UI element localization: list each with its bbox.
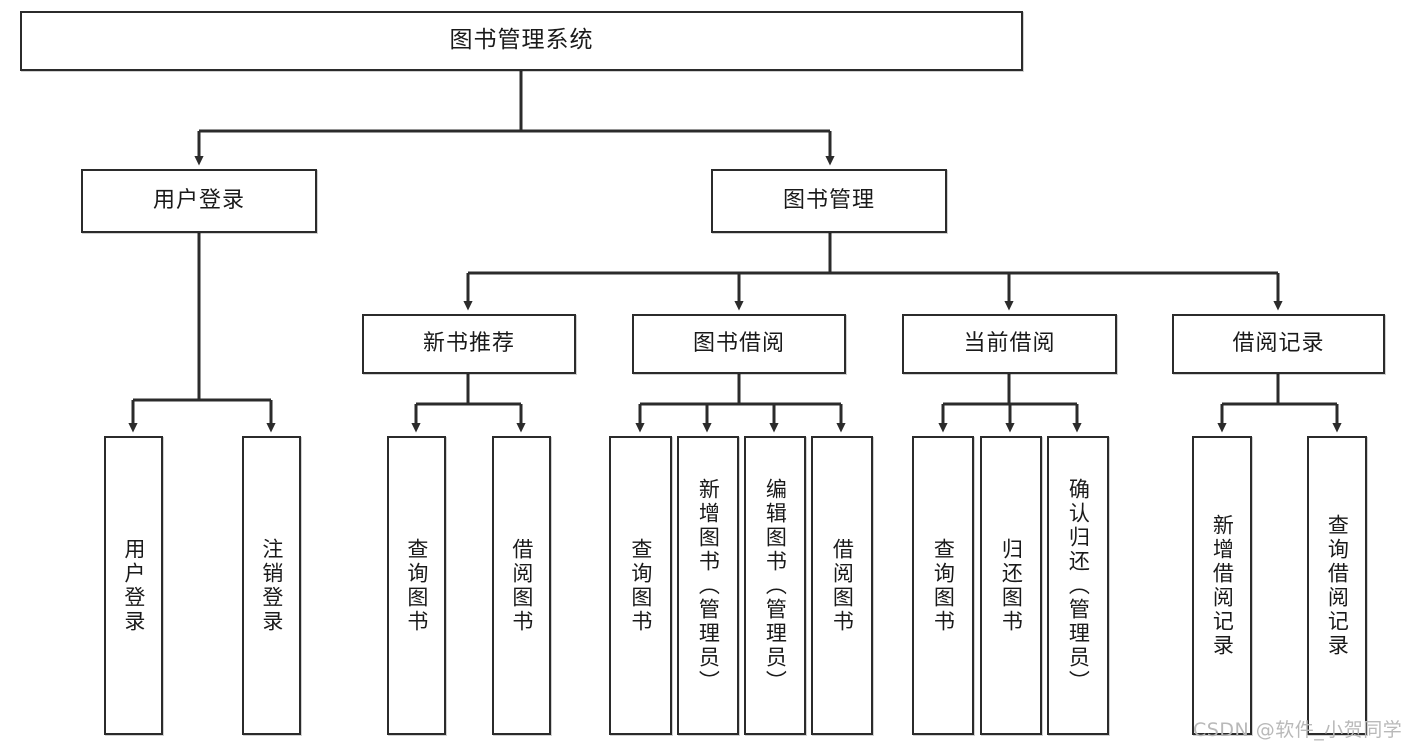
node-label: 图书管理 bbox=[782, 187, 875, 213]
node-label: 查询图书 bbox=[404, 537, 429, 634]
node-label: 归还图书 bbox=[999, 537, 1024, 634]
node-leaf-add-book-admin[interactable]: 新增图书（管理员） bbox=[677, 436, 739, 735]
node-label: 编辑图书（管理员） bbox=[763, 477, 788, 694]
node-label: 图书借阅 bbox=[692, 330, 785, 356]
node-leaf-query-book-recommend[interactable]: 查询图书 bbox=[387, 436, 446, 735]
node-label: 新书推荐 bbox=[422, 330, 515, 356]
csdn-watermark: CSDN @软件_小贺同学 bbox=[1193, 719, 1403, 741]
node-leaf-edit-book-admin[interactable]: 编辑图书（管理员） bbox=[744, 436, 806, 735]
node-leaf-borrow-book-recommend[interactable]: 借阅图书 bbox=[492, 436, 551, 735]
node-label: 当前借阅 bbox=[963, 330, 1056, 356]
node-label: 借阅记录 bbox=[1232, 330, 1325, 356]
node-leaf-query-borrow-record[interactable]: 查询借阅记录 bbox=[1307, 436, 1367, 735]
node-borrow-record[interactable]: 借阅记录 bbox=[1172, 314, 1385, 374]
node-leaf-return-book[interactable]: 归还图书 bbox=[980, 436, 1042, 735]
node-current-borrow[interactable]: 当前借阅 bbox=[902, 314, 1117, 374]
node-label: 查询图书 bbox=[931, 537, 956, 634]
node-leaf-borrow-book[interactable]: 借阅图书 bbox=[811, 436, 873, 735]
node-leaf-confirm-return-admin[interactable]: 确认归还（管理员） bbox=[1047, 436, 1109, 735]
node-book-management[interactable]: 图书管理 bbox=[711, 169, 947, 233]
node-label: 用户登录 bbox=[152, 187, 245, 213]
node-leaf-query-book-borrow[interactable]: 查询图书 bbox=[609, 436, 672, 735]
node-root-book-management-system[interactable]: 图书管理系统 bbox=[20, 11, 1023, 71]
node-leaf-add-borrow-record[interactable]: 新增借阅记录 bbox=[1192, 436, 1252, 735]
node-label: 借阅图书 bbox=[509, 537, 534, 634]
node-label: 查询图书 bbox=[628, 537, 653, 634]
node-new-book-recommend[interactable]: 新书推荐 bbox=[362, 314, 576, 374]
node-leaf-query-book-current[interactable]: 查询图书 bbox=[912, 436, 974, 735]
node-label: 注销登录 bbox=[259, 537, 284, 634]
node-user-login[interactable]: 用户登录 bbox=[81, 169, 317, 233]
node-label: 确认归还（管理员） bbox=[1066, 477, 1091, 694]
node-label: 借阅图书 bbox=[830, 537, 855, 634]
node-label: 查询借阅记录 bbox=[1325, 513, 1350, 658]
node-label: 图书管理系统 bbox=[449, 27, 594, 54]
node-label: 用户登录 bbox=[121, 537, 146, 634]
node-label: 新增借阅记录 bbox=[1210, 513, 1235, 658]
node-book-borrow[interactable]: 图书借阅 bbox=[632, 314, 846, 374]
node-leaf-logout[interactable]: 注销登录 bbox=[242, 436, 301, 735]
node-label: 新增图书（管理员） bbox=[696, 477, 721, 694]
node-leaf-user-login[interactable]: 用户登录 bbox=[104, 436, 163, 735]
